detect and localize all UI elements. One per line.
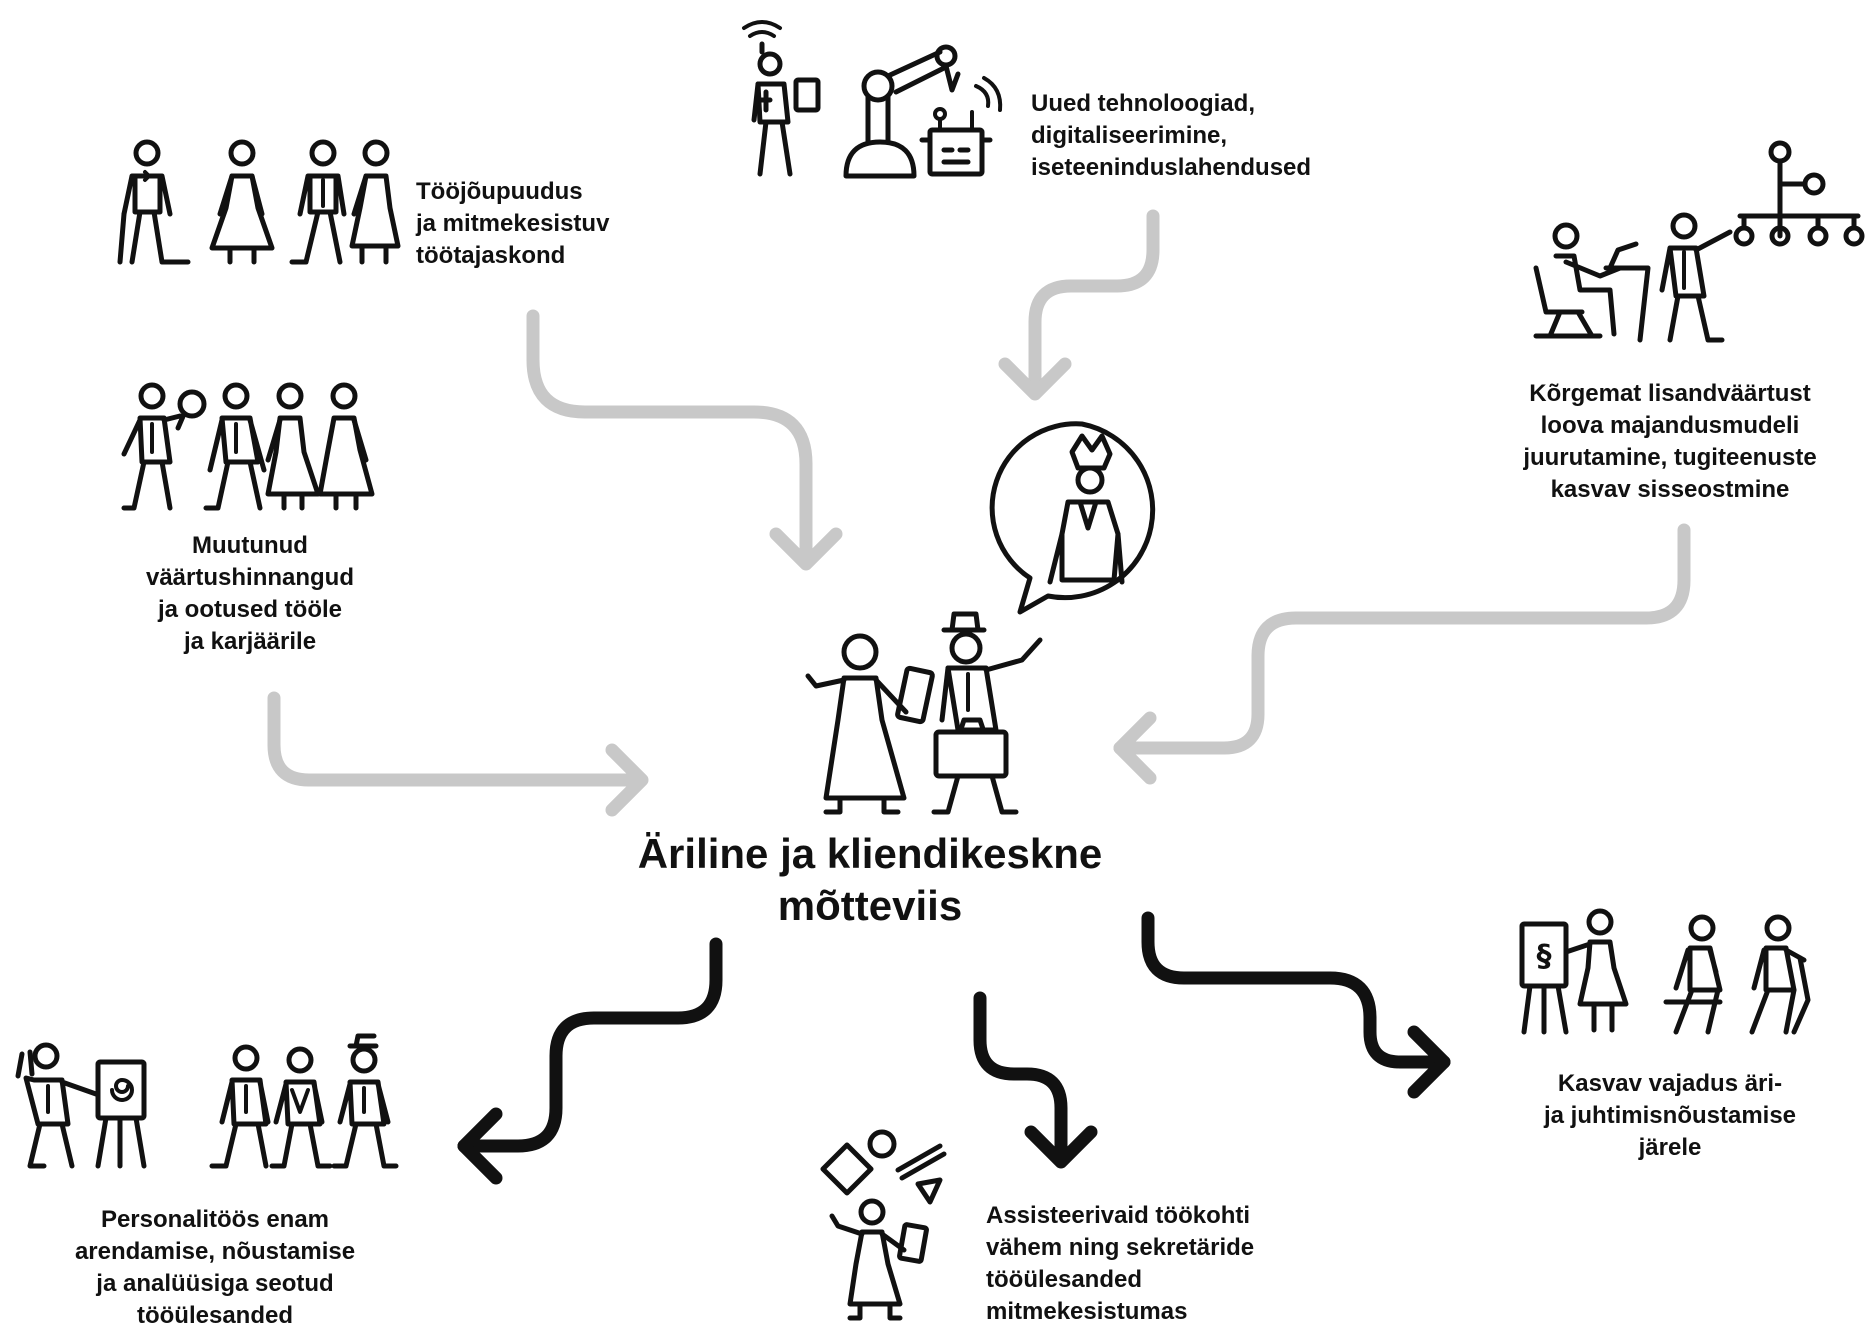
outcome-hr-work-label: Personalitöös enam arendamise, nõustamis…: [74, 1206, 356, 1329]
arrow-technology-to-center: [998, 209, 1160, 401]
org-chart-office-icon: [1533, 140, 1865, 343]
businesspeople-speech-bubble-icon: [805, 421, 1156, 815]
driver-technology-label: Uued tehnoloogiad, digitaliseerimine, is…: [1031, 90, 1312, 181]
diverse-people-group-icon: [117, 139, 401, 265]
hr-presenter-team-icon: [15, 1033, 399, 1169]
driver-business-model-label: Kõrgemat lisandväärtust loova majandusmu…: [1523, 380, 1817, 503]
outcome-consulting-label: Kasvav vajadus äri- ja juhtimisnõustamis…: [1543, 1070, 1797, 1161]
driver-values-label: Muutunud väärtushinnangud ja ootused töö…: [145, 532, 355, 655]
arrow-business-model-to-center: [1113, 523, 1691, 785]
driver-workforce-label: Tööjõupuudus ja mitmekesistuv töötajasko…: [416, 178, 610, 269]
arrow-center-to-hr-work: [457, 937, 723, 1185]
consultant-presentation-icon: §: [1519, 908, 1811, 1035]
arrow-workforce-to-center: [526, 309, 843, 571]
robot-and-tech-icon: [742, 20, 1003, 179]
arrow-center-to-consulting: [1141, 911, 1451, 1099]
people-with-magnifier-icon: [121, 382, 375, 511]
arrow-center-to-assistant-jobs: [973, 991, 1098, 1169]
outcome-assistant-jobs-label: Assisteerivaid töökohti vähem ning sekre…: [986, 1202, 1255, 1325]
center-title: Äriline ja kliendikeskne mõtteviis: [637, 830, 1103, 929]
arrow-values-to-center: [267, 691, 649, 817]
svg-text:§: §: [1537, 939, 1552, 974]
juggling-assistant-icon: [820, 1129, 947, 1321]
